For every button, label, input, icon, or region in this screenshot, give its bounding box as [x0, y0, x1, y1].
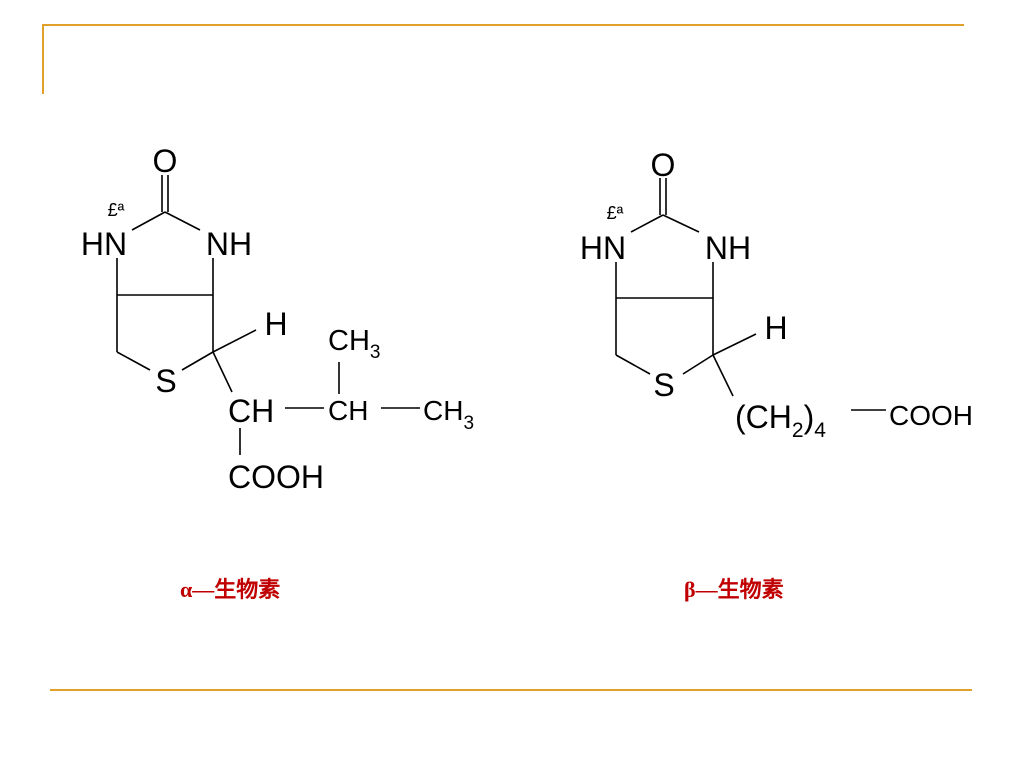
- top-accent-line: [42, 24, 964, 26]
- s-label: S: [155, 363, 176, 399]
- bond-c3-h: [712, 333, 757, 356]
- bond-c3-chain: [712, 354, 734, 397]
- s-label: S: [653, 367, 674, 403]
- bond-c-nh: [164, 211, 201, 231]
- ch-mid-label: CH: [328, 395, 368, 426]
- garbled-mark: £ª: [108, 200, 125, 220]
- bond-ch2-s: [116, 351, 151, 371]
- chain-label: (CH2)4: [735, 399, 826, 442]
- bond-c3-h: [212, 329, 257, 353]
- carbonyl-o-label: O: [651, 147, 676, 183]
- alpha-biotin-caption: α—生物素: [180, 577, 281, 602]
- bond-c3-ch: [212, 351, 233, 393]
- nh-label: NH: [705, 230, 751, 266]
- bond-c3-s: [682, 354, 714, 375]
- bottom-accent-line: [50, 689, 972, 691]
- nh-label: NH: [206, 226, 252, 262]
- bond-ch2-s: [615, 354, 651, 375]
- beta-biotin-caption: β—生物素: [684, 577, 784, 602]
- left-accent-line: [42, 24, 44, 94]
- ch3-right-label: CH3: [423, 395, 474, 434]
- bond-c3-s: [181, 351, 214, 371]
- bond-c-hn: [630, 214, 664, 233]
- hn-label: HN: [81, 226, 127, 262]
- ch-label: CH: [228, 393, 274, 429]
- bond-c-nh: [662, 214, 700, 233]
- h-label: H: [764, 310, 787, 346]
- cooh-label: COOH: [889, 400, 973, 431]
- ch3-top-label: CH3: [328, 325, 380, 363]
- hn-label: HN: [580, 230, 626, 266]
- garbled-mark: £ª: [607, 203, 624, 223]
- bond-c-hn: [131, 211, 166, 231]
- carbonyl-o-label: O: [153, 143, 178, 179]
- cooh-label: COOH: [228, 459, 324, 495]
- h-label: H: [264, 306, 287, 342]
